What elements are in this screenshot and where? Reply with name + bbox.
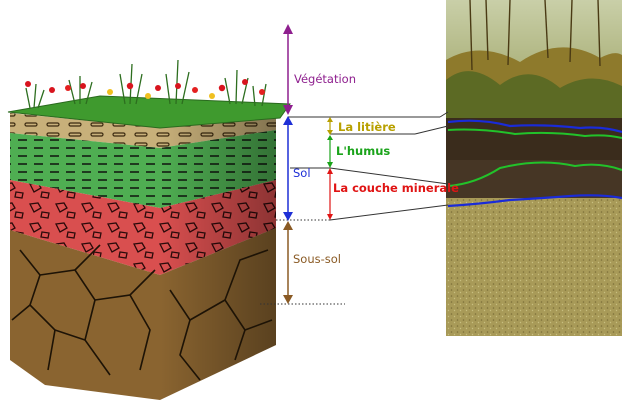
soil-block xyxy=(7,59,291,400)
label-subsoil: Sous-sol xyxy=(293,252,341,266)
grass-top xyxy=(8,96,290,128)
photo-vegetation xyxy=(446,0,622,125)
mineral-arrow xyxy=(327,168,333,220)
flowers xyxy=(25,79,265,99)
block-subsoil-front xyxy=(10,230,160,400)
vegetation-arrow xyxy=(283,24,293,115)
subsoil-cracks xyxy=(11,244,273,381)
soil-photo xyxy=(446,0,622,336)
photo-line-mineral xyxy=(447,194,622,208)
soil-arrow xyxy=(283,116,293,221)
label-litter: La litière xyxy=(338,120,396,134)
photo-line-top xyxy=(447,119,622,134)
label-humus: L'humus xyxy=(336,144,390,158)
label-soil: Sol xyxy=(293,166,311,180)
photo-line-humus xyxy=(447,161,622,187)
photo-line-litter xyxy=(447,128,622,139)
connector-lines xyxy=(260,111,449,305)
label-mineral: La couche minerale xyxy=(333,181,459,195)
subsoil-arrow xyxy=(283,221,293,304)
litter-arrow xyxy=(327,117,333,135)
photo-subsoil-layer xyxy=(446,198,622,336)
humus-arrow xyxy=(327,135,333,168)
label-vegetation: Végétation xyxy=(294,72,356,86)
